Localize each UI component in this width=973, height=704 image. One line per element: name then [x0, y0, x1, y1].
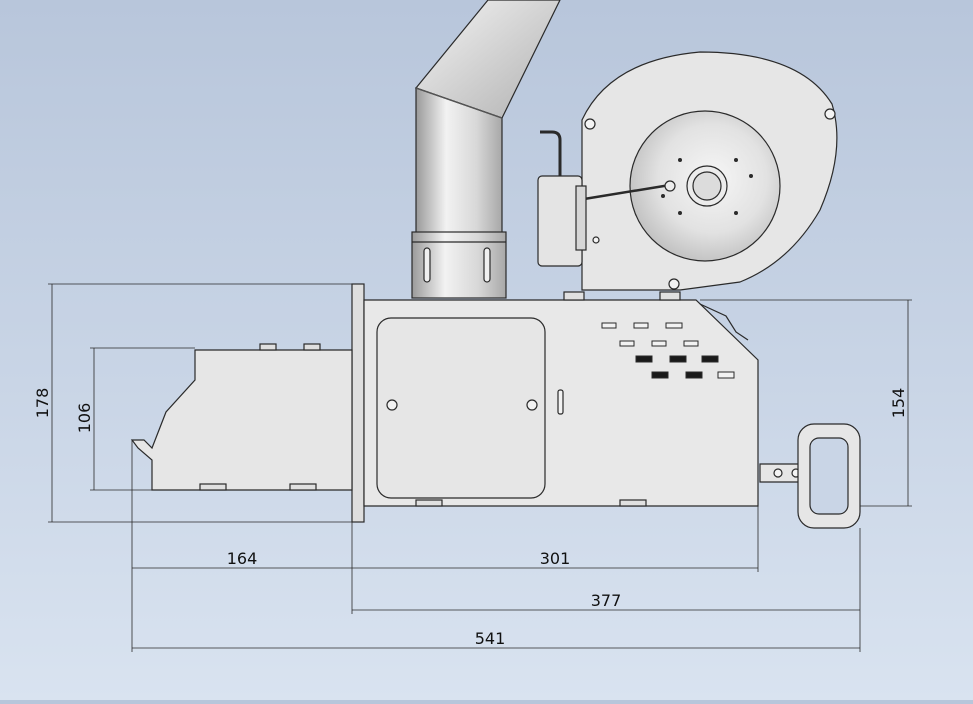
- dimension-labels: 178 106 154 164 301 377 541: [33, 388, 908, 648]
- tube-body: [130, 349, 353, 491]
- feed-tube: [130, 343, 353, 491]
- burner-body: [351, 283, 759, 523]
- handle: [759, 423, 861, 529]
- cover-screw-left: [386, 399, 398, 411]
- feed-pipe: [411, 0, 561, 299]
- dim-164: 164: [227, 549, 258, 568]
- vent-slots: [601, 322, 735, 379]
- dim-301: 301: [540, 549, 571, 568]
- blower-fan: [537, 51, 838, 291]
- top-lug-2: [659, 291, 681, 301]
- inspection-cover: [376, 317, 546, 499]
- bottom-tab-2: [619, 499, 647, 507]
- cover-screw-right: [526, 399, 538, 411]
- tube-tab-1: [259, 343, 277, 351]
- fan-bolt-right: [824, 108, 836, 120]
- latch-slot: [557, 389, 564, 415]
- dim-106: 106: [75, 403, 94, 434]
- fan-bolt-top-left: [584, 118, 596, 130]
- side-bracket: [699, 303, 749, 341]
- mounting-flange: [351, 283, 365, 523]
- bottom-tab-1: [415, 499, 443, 507]
- top-lug: [563, 291, 585, 301]
- fan-hub-holes: [661, 158, 753, 215]
- dimension-lines: [48, 283, 912, 652]
- dim-154: 154: [889, 388, 908, 419]
- tube-tab-4: [289, 483, 317, 491]
- collar-slot-left: [423, 247, 431, 283]
- dim-178: 178: [33, 388, 52, 419]
- dim-377: 377: [591, 591, 622, 610]
- motor-cable: [540, 130, 562, 180]
- sensor-rod: [577, 183, 671, 202]
- fan-bolt-bottom: [668, 278, 680, 290]
- handle-grip-inner: [809, 437, 849, 515]
- dim-541: 541: [475, 629, 506, 648]
- tube-tab-3: [199, 483, 227, 491]
- collar-slot-right: [483, 247, 491, 283]
- tube-tab-2: [303, 343, 321, 351]
